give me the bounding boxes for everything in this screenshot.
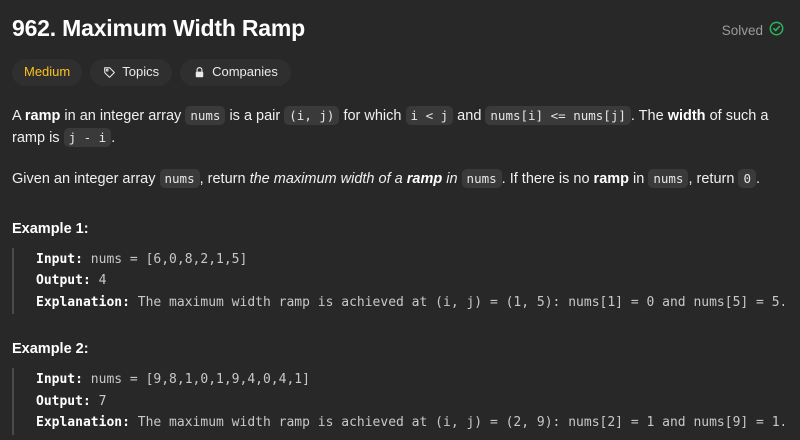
code-span-nums: nums: [159, 168, 200, 188]
explanation-label: Explanation:: [36, 294, 130, 310]
explanation-value: The maximum width ramp is achieved at (i…: [129, 415, 784, 431]
code-span-nums: nums: [185, 105, 226, 125]
italic-goal: the maximum width of a ramp in: [250, 171, 462, 187]
status-label: Solved: [721, 22, 763, 38]
text: . The: [630, 107, 668, 124]
text: .: [111, 130, 116, 147]
tag-pill-row: Medium Topics Companies: [8, 58, 784, 86]
difficulty-label: Medium: [24, 63, 71, 79]
code-span-zero: 0: [738, 168, 756, 188]
example-code-block: Input: nums = [9,8,1,0,1,9,4,0,4,1] Outp…: [12, 368, 784, 435]
emphasis-ramp: ramp: [24, 107, 61, 124]
code-span-i-lt-j: i < j: [405, 105, 454, 125]
output-label: Output:: [36, 393, 91, 409]
input-label: Input:: [36, 252, 83, 268]
text: in: [629, 170, 649, 187]
problem-header: 962. Maximum Width Ramp Solved: [8, 14, 784, 43]
text: .: [755, 170, 760, 187]
code-span-pair: (i, j): [284, 105, 340, 125]
check-circle-icon: [769, 21, 784, 39]
text: is a pair: [225, 107, 285, 124]
tag-icon: [103, 66, 116, 79]
text: the maximum width of a: [249, 170, 407, 187]
text: in an integer array: [60, 107, 186, 124]
companies-pill[interactable]: Companies: [180, 58, 291, 86]
code-span-nums: nums: [648, 168, 689, 188]
text: . If there is no: [501, 170, 594, 187]
code-span-j-minus-i: j - i: [63, 128, 112, 148]
companies-label: Companies: [212, 63, 278, 79]
status-badge: Solved: [722, 14, 784, 39]
emphasis-ramp: ramp: [406, 170, 443, 187]
code-span-nums-compare: nums[i] <= nums[j]: [485, 105, 631, 125]
lock-icon: [193, 66, 206, 79]
output-value: 7: [90, 393, 107, 409]
topics-pill[interactable]: Topics: [90, 58, 173, 86]
example-heading: Example 1:: [12, 221, 89, 238]
text: , return: [199, 170, 250, 187]
topics-label: Topics: [122, 63, 160, 79]
input-value: nums = [9,8,1,0,1,9,4,0,4,1]: [82, 372, 310, 388]
text: Given an integer array: [12, 170, 160, 187]
example-block-1: Example 1: Input: nums = [6,0,8,2,1,5] O…: [8, 221, 784, 315]
example-heading: Example 2:: [12, 341, 89, 358]
text: for which: [339, 107, 406, 124]
difficulty-pill[interactable]: Medium: [12, 58, 83, 86]
text: of such a ramp is: [12, 107, 769, 147]
example-block-2: Example 2: Input: nums = [9,8,1,0,1,9,4,…: [8, 341, 784, 435]
emphasis-width: width: [667, 107, 706, 124]
text: A: [12, 107, 25, 124]
text: , return: [688, 170, 739, 187]
input-value: nums = [6,0,8,2,1,5]: [82, 252, 248, 268]
output-value: 4: [90, 273, 107, 289]
explanation-label: Explanation:: [36, 415, 130, 431]
output-label: Output:: [36, 273, 91, 289]
input-label: Input:: [36, 372, 83, 388]
problem-description-paragraph-2: Given an integer array nums, return the …: [8, 168, 784, 190]
problem-description-paragraph-1: A ramp in an integer array nums is a pai…: [8, 105, 784, 150]
explanation-value: The maximum width ramp is achieved at (i…: [129, 294, 784, 310]
text: and: [453, 107, 486, 124]
code-span-nums: nums: [461, 168, 502, 188]
example-code-block: Input: nums = [6,0,8,2,1,5] Output: 4 Ex…: [12, 248, 784, 315]
text: in: [442, 170, 462, 187]
page-title: 962. Maximum Width Ramp: [12, 15, 305, 41]
emphasis-ramp: ramp: [593, 170, 630, 187]
